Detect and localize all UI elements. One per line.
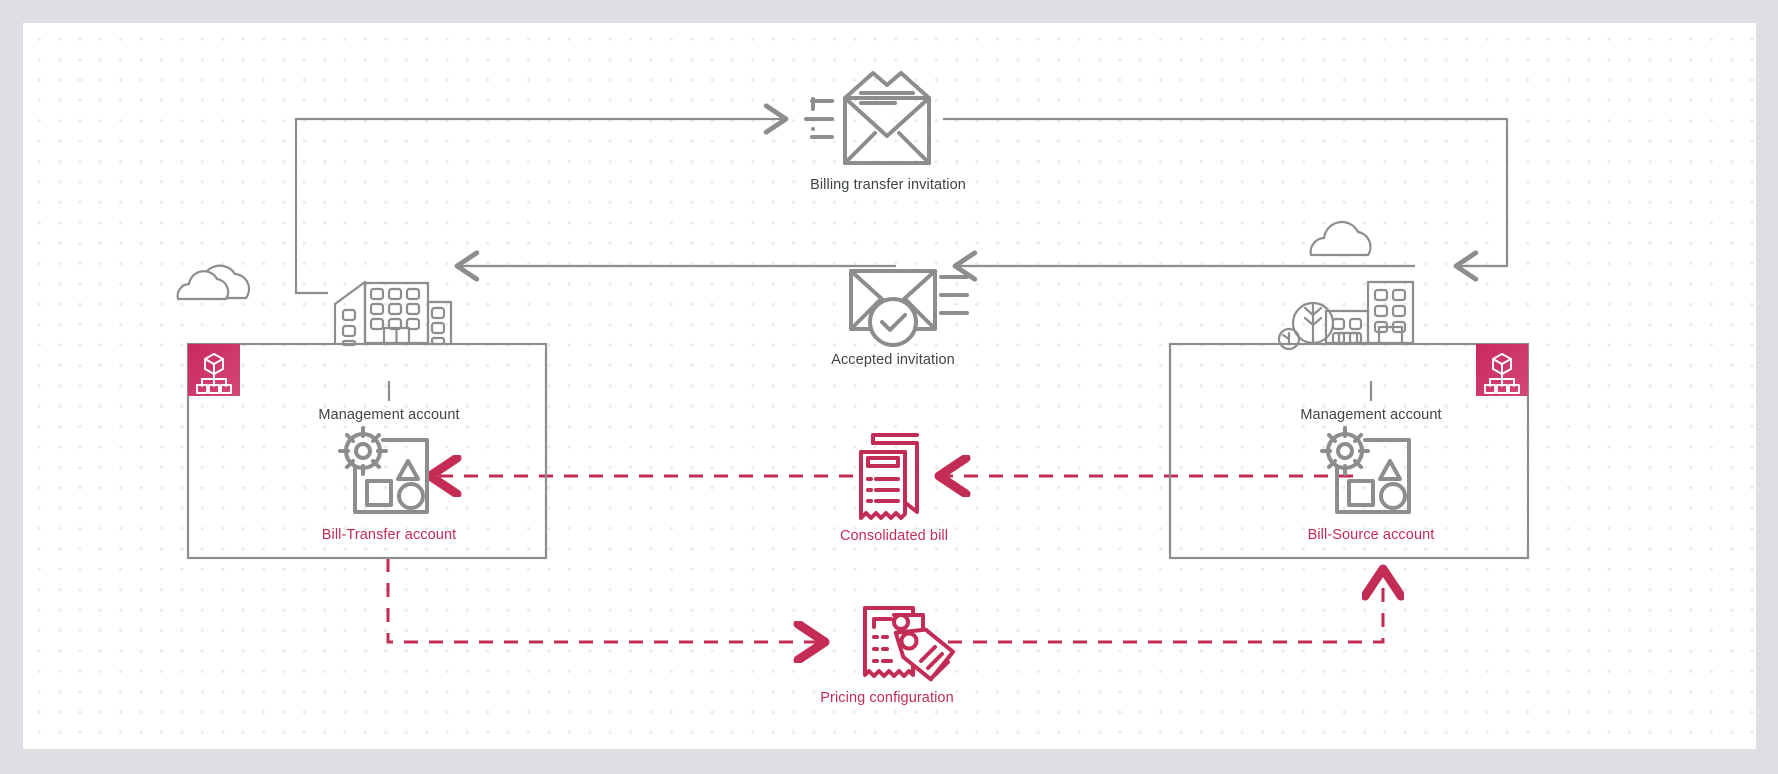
bill-source-account-label: Bill-Source account bbox=[1307, 527, 1435, 543]
invoice-price-tag-icon[interactable] bbox=[863, 606, 956, 682]
cloud-icon bbox=[176, 264, 251, 301]
accepted-invitation-label: Accepted invitation bbox=[831, 352, 955, 368]
diagram-canvas: Billing transfer invitation Accepted inv… bbox=[23, 23, 1756, 749]
envelope-check-icon[interactable] bbox=[849, 269, 969, 347]
pricing-configuration-label: Pricing configuration bbox=[820, 690, 954, 706]
invoice-stack-icon[interactable] bbox=[859, 433, 919, 520]
connector-invitation-to-right-mgmt bbox=[943, 117, 1509, 266]
account-icons-layer bbox=[338, 426, 1411, 514]
office-building-icon bbox=[333, 280, 453, 347]
connector-left-mgmt-to-invitation bbox=[294, 119, 786, 295]
consolidated-bill-label: Consolidated bill bbox=[839, 528, 949, 544]
cloud-icon bbox=[1309, 220, 1372, 257]
billing-transfer-invitation-label: Billing transfer invitation bbox=[810, 177, 966, 193]
connector-pricing-to-bill-source bbox=[948, 569, 1383, 644]
right-organizations-badge[interactable] bbox=[1476, 344, 1528, 396]
left-scenery-layer bbox=[176, 264, 453, 401]
connector-bill-transfer-to-pricing bbox=[386, 558, 825, 642]
account-settings-icon[interactable] bbox=[1320, 426, 1411, 514]
organizations-icon bbox=[1484, 353, 1520, 394]
node-icons-layer bbox=[804, 71, 969, 682]
envelope-open-invitation-icon[interactable] bbox=[804, 71, 931, 165]
right-scenery-layer bbox=[1277, 220, 1415, 401]
account-settings-icon[interactable] bbox=[338, 426, 429, 514]
right-management-account-label: Management account bbox=[1300, 407, 1442, 423]
left-organizations-badge[interactable] bbox=[188, 344, 240, 396]
connections-layer bbox=[294, 23, 1509, 749]
bill-transfer-account-label: Bill-Transfer account bbox=[321, 527, 457, 543]
organizations-icon bbox=[196, 353, 232, 394]
left-management-account-label: Management account bbox=[318, 407, 460, 423]
office-building-icon bbox=[1324, 280, 1415, 345]
